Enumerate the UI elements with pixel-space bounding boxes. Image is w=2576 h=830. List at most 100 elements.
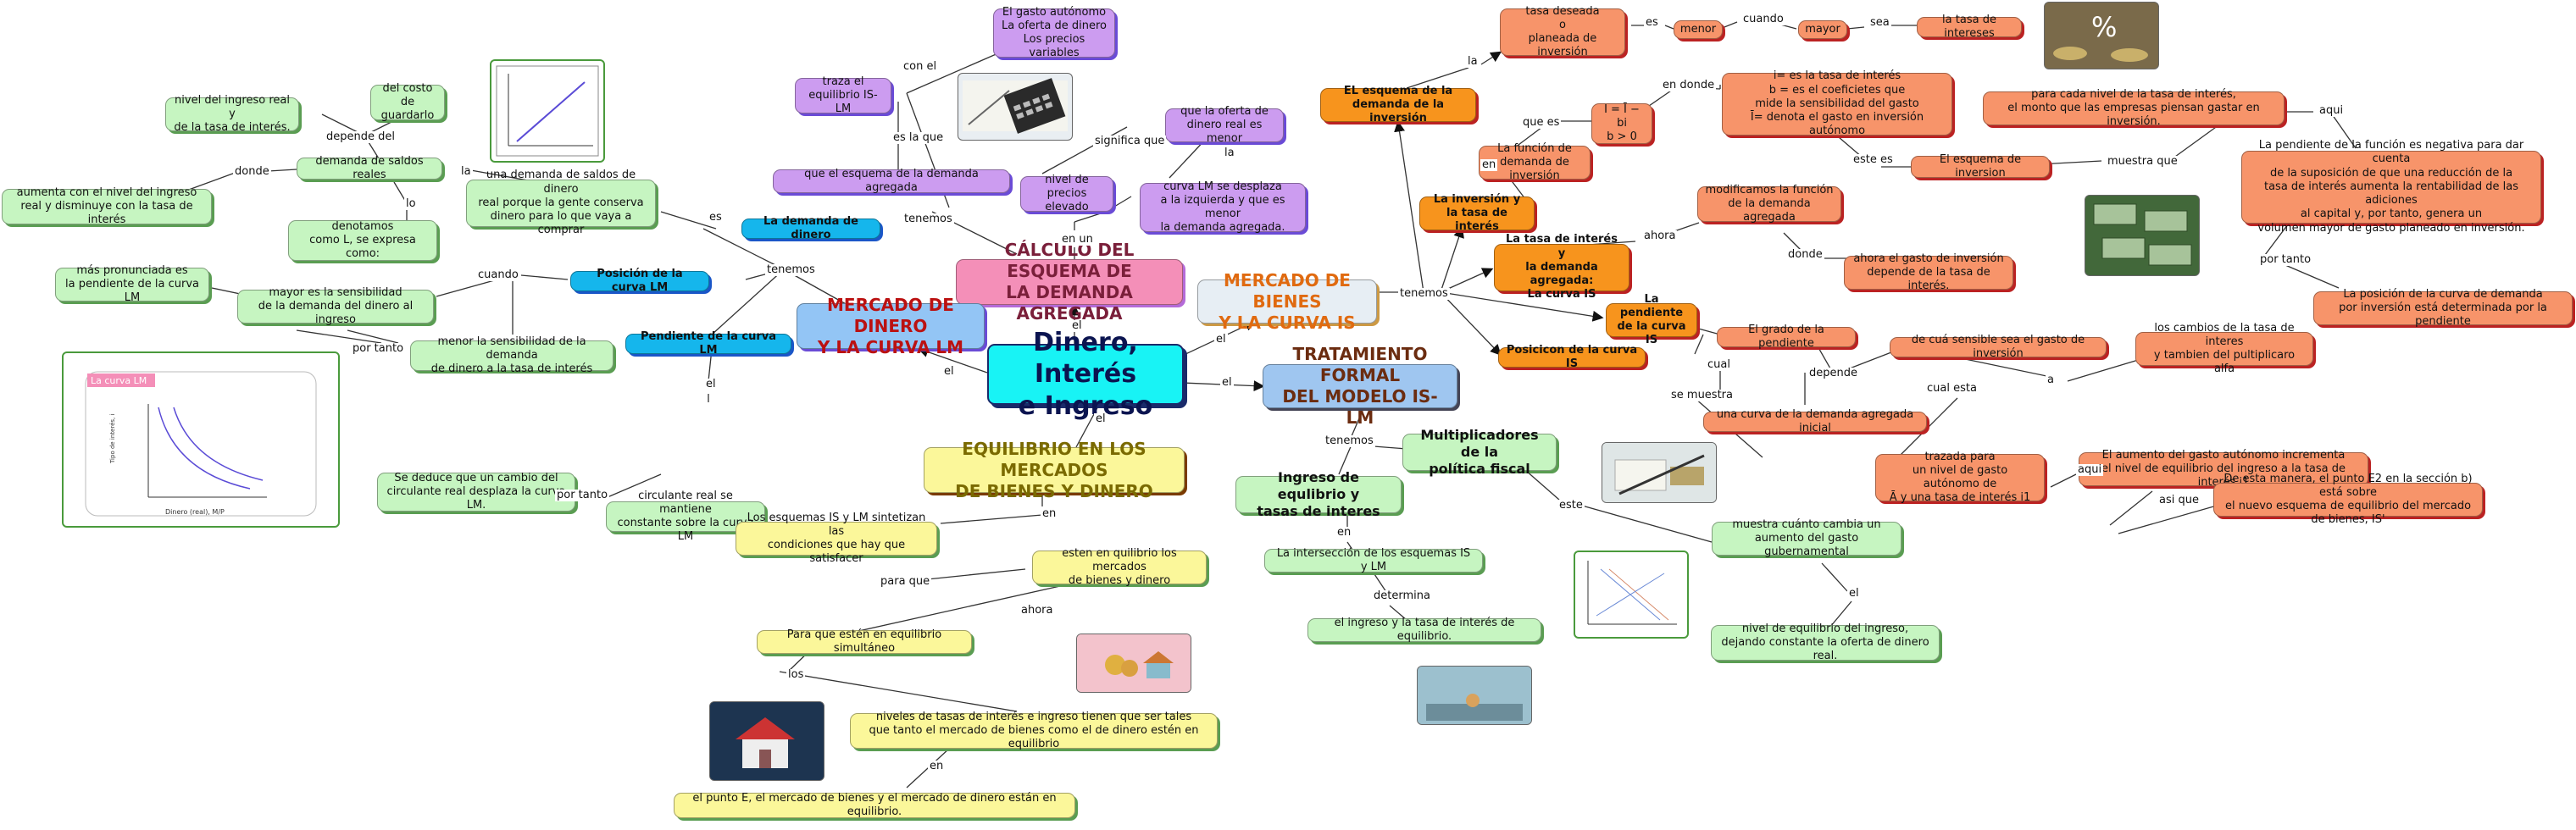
label-tenemos-calculo: tenemos <box>902 213 954 226</box>
mayor-node[interactable]: mayor <box>1798 20 1847 39</box>
esquema-demanda-node[interactable]: que el esquema de la demanda agregada <box>773 168 1010 194</box>
posicion-is-node[interactable]: Posicicon de la curva IS <box>1498 344 1646 370</box>
label-significa-que: significa que <box>1093 135 1167 148</box>
svg-text:Dinero (real), M/P: Dinero (real), M/P <box>165 508 225 516</box>
label-en-donde: en donde <box>1661 79 1717 92</box>
posicion-lm-node[interactable]: Posición de la curva LM <box>570 268 709 294</box>
precio-elevado-node[interactable]: nivel de precios elevado <box>1020 174 1113 213</box>
circulante-node[interactable]: circulante real se mantiene constante so… <box>606 490 765 543</box>
la-demanda-dinero-node[interactable]: La demanda de dinero <box>741 215 880 241</box>
de-esta-manera-node[interactable]: De esta manera, el punto E2 en la secció… <box>2213 473 2483 526</box>
esquema-inversion-node[interactable]: El esquema de inversion <box>1911 153 2050 180</box>
label-en-funcion: en <box>1480 158 1498 172</box>
lm-curve-thumbnail <box>490 59 605 163</box>
muestra-cuanto-node[interactable]: muestra cuánto cambia un aumento del gas… <box>1712 518 1901 558</box>
label-que-es: que es <box>1521 116 1562 130</box>
label-ahora: ahora <box>1019 604 1055 617</box>
label-sea: sea <box>1868 16 1891 30</box>
los-esquemas-node[interactable]: Los esquemas IS y LM sintetizan las cond… <box>736 512 937 565</box>
label-lo: lo <box>404 197 418 211</box>
svg-text:La curva LM: La curva LM <box>91 375 147 386</box>
ingreso-tasa-node[interactable]: el ingreso y la tasa de interés de equil… <box>1307 617 1541 643</box>
label-el-equilibrio: el <box>1094 412 1108 426</box>
label-tenemos-dinero: tenemos <box>765 263 817 277</box>
se-deduce-node[interactable]: Se deduce que un cambio del circulante r… <box>377 472 575 512</box>
label-depende-cua: depende <box>1807 367 1859 380</box>
pendiente-funcion-node[interactable]: La pendiente de la función es negativa p… <box>2241 139 2541 235</box>
ingreso-equilibrio-node[interactable]: Ingreso de equlibrio y tasas de interes <box>1235 469 1402 519</box>
tasa-demanda-agregada-node[interactable]: La tasa de interés y la demanda agregada… <box>1494 233 1629 301</box>
pendiente-lm-node[interactable]: Pendiente de la curva LM <box>625 330 791 357</box>
traza-equilibrio-node[interactable]: traza el equilibrio IS-LM <box>795 75 891 115</box>
curva-lm-desplaza-node[interactable]: curva LM se desplaza a la izquierda y qu… <box>1140 180 1306 234</box>
mas-pronunciada-node[interactable]: más pronunciada es la pendiente de la cu… <box>55 264 209 304</box>
label-aqui-top: aqui <box>2318 104 2346 118</box>
label-este-es: este es <box>1852 153 1895 167</box>
grado-pendiente-node[interactable]: El grado de la pendiente <box>1717 324 1856 350</box>
label-el-multiplicadores: el <box>1847 587 1861 600</box>
calculator-image <box>958 73 1073 141</box>
label-cual-esta: cual esta <box>1925 382 1979 396</box>
label-este: este <box>1557 499 1585 512</box>
interseccion-node[interactable]: La intersección de los esquemas IS y LM <box>1264 547 1483 573</box>
label-la: la <box>1223 147 1236 160</box>
inversion-tasa-node[interactable]: La inversión y la tasa de interés <box>1419 193 1535 233</box>
formula-node[interactable]: I = Ī − bi b > 0 <box>1591 103 1652 144</box>
label-cual: cual <box>1706 358 1732 372</box>
demanda-saldos-node[interactable]: demanda de saldos reales <box>297 155 442 181</box>
label-a: a <box>2046 374 2056 387</box>
esquema-inversion-top-node[interactable]: EL esquema de la demanda de la inversión <box>1320 85 1476 125</box>
mayor-sensibilidad-node[interactable]: mayor es la sensibilidad de la demanda d… <box>237 286 434 326</box>
topic-mercado-bienes[interactable]: MERCADO DE BIENES Y LA CURVA IS <box>1197 270 1377 333</box>
aumenta-ingreso-node[interactable]: aumenta con el nivel del ingreso real y … <box>2 186 212 226</box>
topic-tratamiento-formal[interactable]: TRATAMIENTO FORMAL DEL MODELO IS-LM <box>1263 344 1457 428</box>
label-los: los <box>786 668 806 682</box>
label-el-dinero: el <box>942 365 956 379</box>
label-donde: donde <box>233 165 271 179</box>
cambios-tasa-node[interactable]: los cambios de la tasa de interes y tamb… <box>2135 322 2313 375</box>
label-en-equilibrio: en <box>1041 507 1058 521</box>
niveles-tasas-node[interactable]: niveles de tasas de interés e ingreso ti… <box>850 711 1218 750</box>
topic-mercado-dinero[interactable]: MERCADO DE DINERO Y LA CURVA LM <box>797 295 985 357</box>
trazada-para-node[interactable]: trazada para un nivel de gasto autónomo … <box>1875 451 2045 504</box>
ahora-gasto-node[interactable]: ahora el gasto de inversión depende de l… <box>1844 252 2013 292</box>
nivel-equilibrio-node[interactable]: nivel de equilibrio del ingreso, dejando… <box>1711 622 1940 662</box>
nivel-ingreso-node[interactable]: nivel del ingreso real y de la tasa de i… <box>165 94 299 134</box>
label-donde-ahora: donde <box>1786 248 1824 262</box>
label-muestra-que: muestra que <box>2106 155 2179 169</box>
coins-house-image <box>1076 634 1191 693</box>
punto-e-node[interactable]: el punto E, el mercado de bienes y el me… <box>674 792 1075 818</box>
esten-equilibrio-node[interactable]: esten en quilibrio los mercados de biene… <box>1032 547 1207 587</box>
equilibrio-simultaneo-node[interactable]: Para que estén en equilibrio simultáneo <box>757 628 972 655</box>
tasa-intereses-node[interactable]: la tasa de intereses <box>1917 14 2022 40</box>
label-el-calculo: el <box>1070 319 1084 333</box>
label-para-que: para que <box>879 575 932 589</box>
una-demanda-node[interactable]: una demanda de saldos de dinero real por… <box>466 169 656 236</box>
pendiente-is-node[interactable]: La pendiente de la curva IS <box>1606 293 1697 346</box>
label-aqui-gasto: aqui <box>2076 463 2104 477</box>
gasto-autonomo-node[interactable]: El gasto autónomo La oferta de dinero Lo… <box>993 6 1115 59</box>
curva-demanda-inicial-node[interactable]: una curva de la demanda agregada inicial <box>1703 408 1927 434</box>
topic-equilibrio-mercados[interactable]: EQUILIBRIO EN LOS MERCADOS DE BIENES Y D… <box>924 439 1185 501</box>
label-la-inversion: la <box>1466 55 1480 69</box>
modificamos-node[interactable]: modificamos la función de la demanda agr… <box>1697 184 1841 224</box>
menor-sensibilidad-node[interactable]: menor la sensibilidad de la demanda de d… <box>410 335 613 375</box>
tasa-deseada-node[interactable]: tasa deseada o planeada de inversión <box>1500 5 1625 58</box>
label-ahora-modificamos: ahora <box>1642 230 1678 243</box>
menor-node[interactable]: menor <box>1674 20 1723 39</box>
label-es-la-que: es la que <box>891 131 946 145</box>
oferta-menor-node[interactable]: que la oferta de dinero real es menor <box>1165 105 1284 145</box>
posicion-curva-node[interactable]: La posición de la curva de demanda por i… <box>2313 288 2573 328</box>
label-tenemos-bienes: tenemos <box>1398 287 1450 301</box>
para-cada-nivel-node[interactable]: para cada nivel de la tasa de interés, e… <box>1983 88 2285 128</box>
svg-text:%: % <box>2091 11 2117 43</box>
definiciones-node[interactable]: i= es la tasa de interés b = es el coefi… <box>1722 69 1952 137</box>
coin-stack-image <box>1417 666 1532 725</box>
label-depende-del: depende del <box>325 130 397 144</box>
multiplicadores-node[interactable]: Multiplicadores de la política fiscal <box>1402 427 1557 477</box>
central-topic[interactable]: Dinero, Interés e Ingreso <box>987 328 1184 421</box>
denotamos-node[interactable]: denotamos como L, se expresa como: <box>288 220 437 261</box>
cua-sensible-node[interactable]: de cuá sensible sea el gasto de inversió… <box>1890 334 2107 360</box>
topic-calculo-demanda-agregada[interactable]: CÁLCULO DEL ESQUEMA DE LA DEMANDA AGREGA… <box>956 240 1183 324</box>
costo-guardarlo-node[interactable]: del costo de guardarlo <box>370 82 445 122</box>
